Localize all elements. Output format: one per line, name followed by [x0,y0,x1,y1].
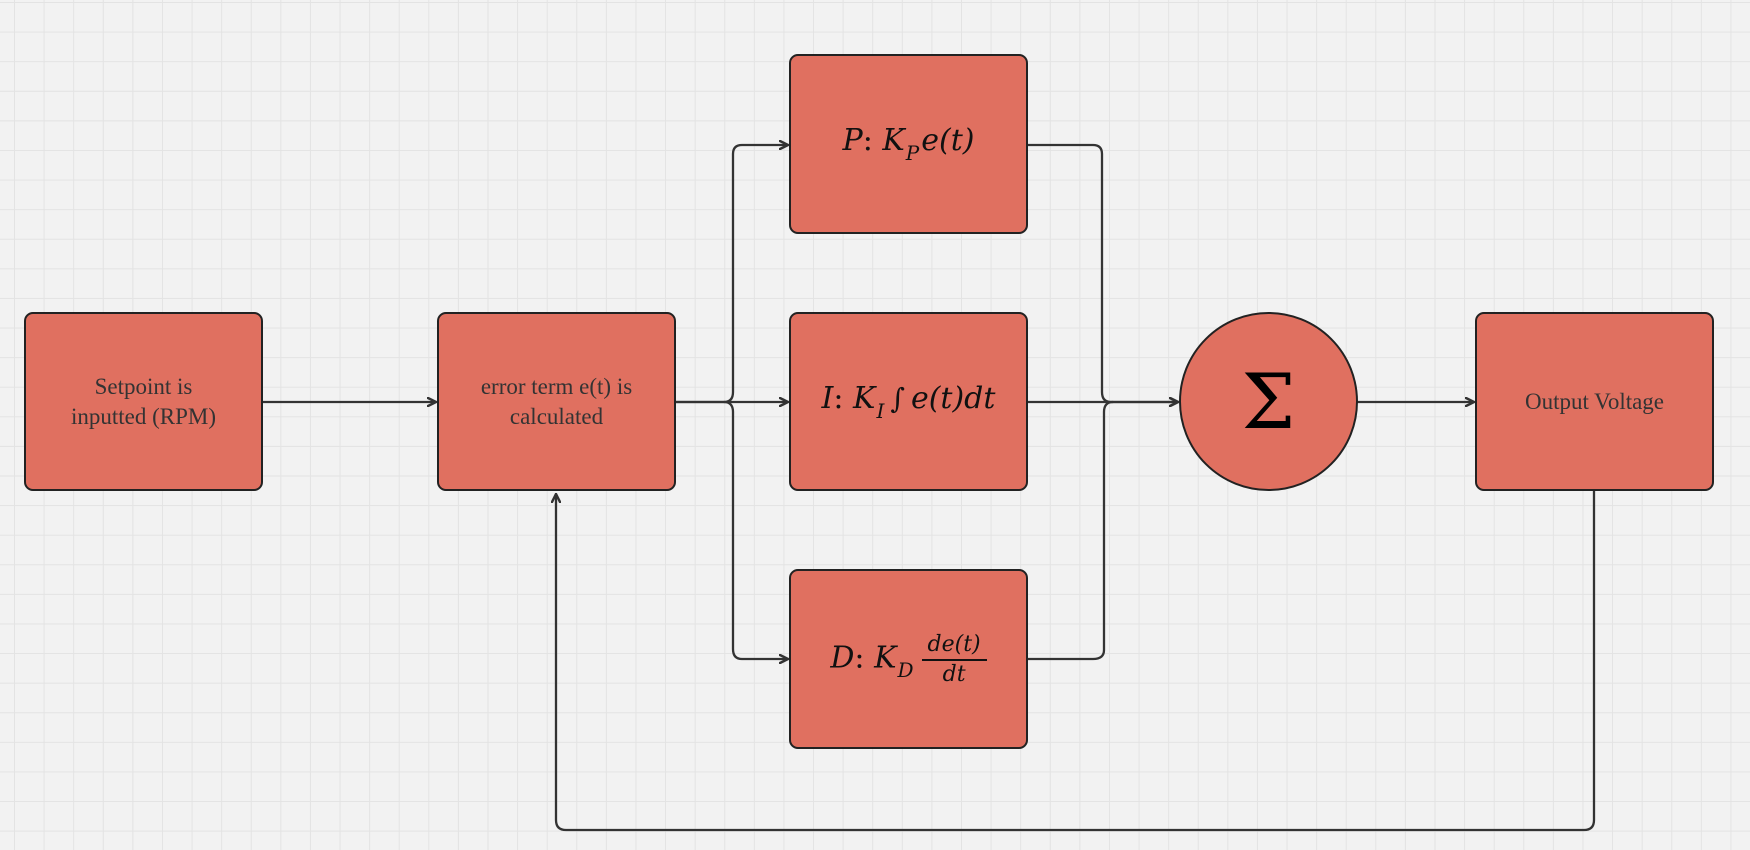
setpoint-label: Setpoint is inputted (RPM) [70,374,217,429]
edge-p-to-sum [1026,143,1180,402]
edge-error-to-p [674,145,790,404]
edge-output-feedback-to-error [556,489,1596,832]
summation-node[interactable]: Σ [1179,312,1358,491]
integral-node[interactable]: I: KI∫e(t)dt [789,312,1028,491]
edge-d-to-sum [1026,400,1115,661]
edge-error-to-d [722,400,790,659]
sigma-symbol: Σ [1241,357,1296,446]
output-voltage-label: Output Voltage [1524,388,1665,414]
output-voltage-node[interactable]: Output Voltage [1475,312,1714,491]
error-term-node[interactable]: error term e(t) is calculated [437,312,676,491]
proportional-formula: P: KPe(t) [842,123,975,165]
proportional-node[interactable]: P: KPe(t) [789,54,1028,234]
derivative-fraction: de(t)dt [921,632,987,687]
setpoint-node[interactable]: Setpoint is inputted (RPM) [24,312,263,491]
integral-sign: ∫ [890,381,905,415]
error-term-label: error term e(t) is calculated [480,374,633,429]
integral-formula: I: KI∫e(t)dt [821,380,996,423]
